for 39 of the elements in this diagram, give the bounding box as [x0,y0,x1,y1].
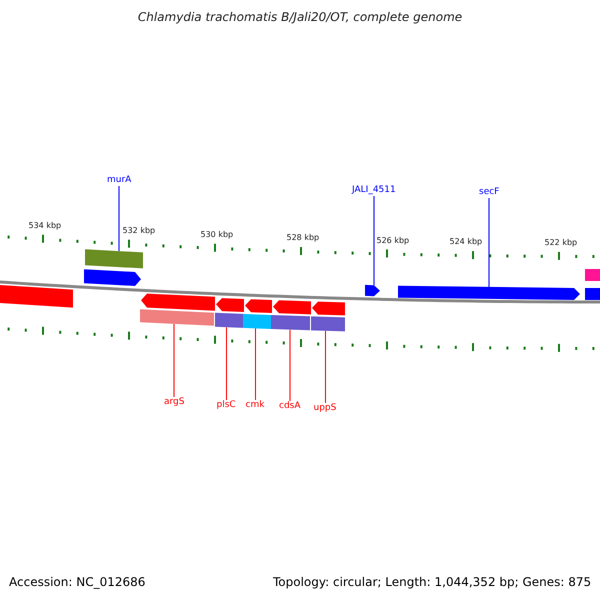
gene-feature [398,286,580,300]
scale-label: 534 kbp [28,220,62,231]
leader-line [255,328,256,400]
scale-label: 524 kbp [450,237,482,247]
gene-label: cdsA [279,401,301,412]
gene-label: uppS [314,403,336,414]
scale-label: 532 kbp [122,226,156,236]
leader-line [488,198,490,288]
diagram-title: Chlamydia trachomatis B/Jali20/OT, complete genome [136,10,464,24]
gene-feature [84,269,141,286]
gene-feature [0,285,73,308]
gene-feature [585,288,600,300]
gene-feature [216,298,244,312]
gene-feature [215,312,243,328]
gene-feature [243,314,271,329]
leader-line [118,186,120,252]
genome-summary-text: Topology: circular; Length: 1,044,352 bp; Genes: 875 [273,575,592,589]
scale-label: 526 kbp [376,236,410,246]
gene-feature [585,269,600,281]
gene-feature [273,300,311,314]
gene-feature [311,316,345,332]
gene-feature [271,315,310,330]
gene-label: JALI_4511 [352,185,396,196]
gene-feature [85,249,143,268]
gene-label: plsC [216,400,236,411]
accession-text: Accession: NC_012686 [9,575,146,589]
gene-label: murA [107,175,132,186]
gene-feature [140,309,214,326]
scale-label: 528 kbp [286,233,320,244]
gene-feature [245,299,272,313]
gene-label: secF [479,187,500,198]
leader-line [226,326,227,400]
gene-feature [312,302,345,316]
scale-label: 530 kbp [200,230,234,240]
gene-label: cmk [246,400,264,411]
gene-label: argS [164,397,184,408]
gene-feature [365,284,380,296]
leader-line [325,330,326,404]
scale-label: 522 kbp [544,238,578,248]
